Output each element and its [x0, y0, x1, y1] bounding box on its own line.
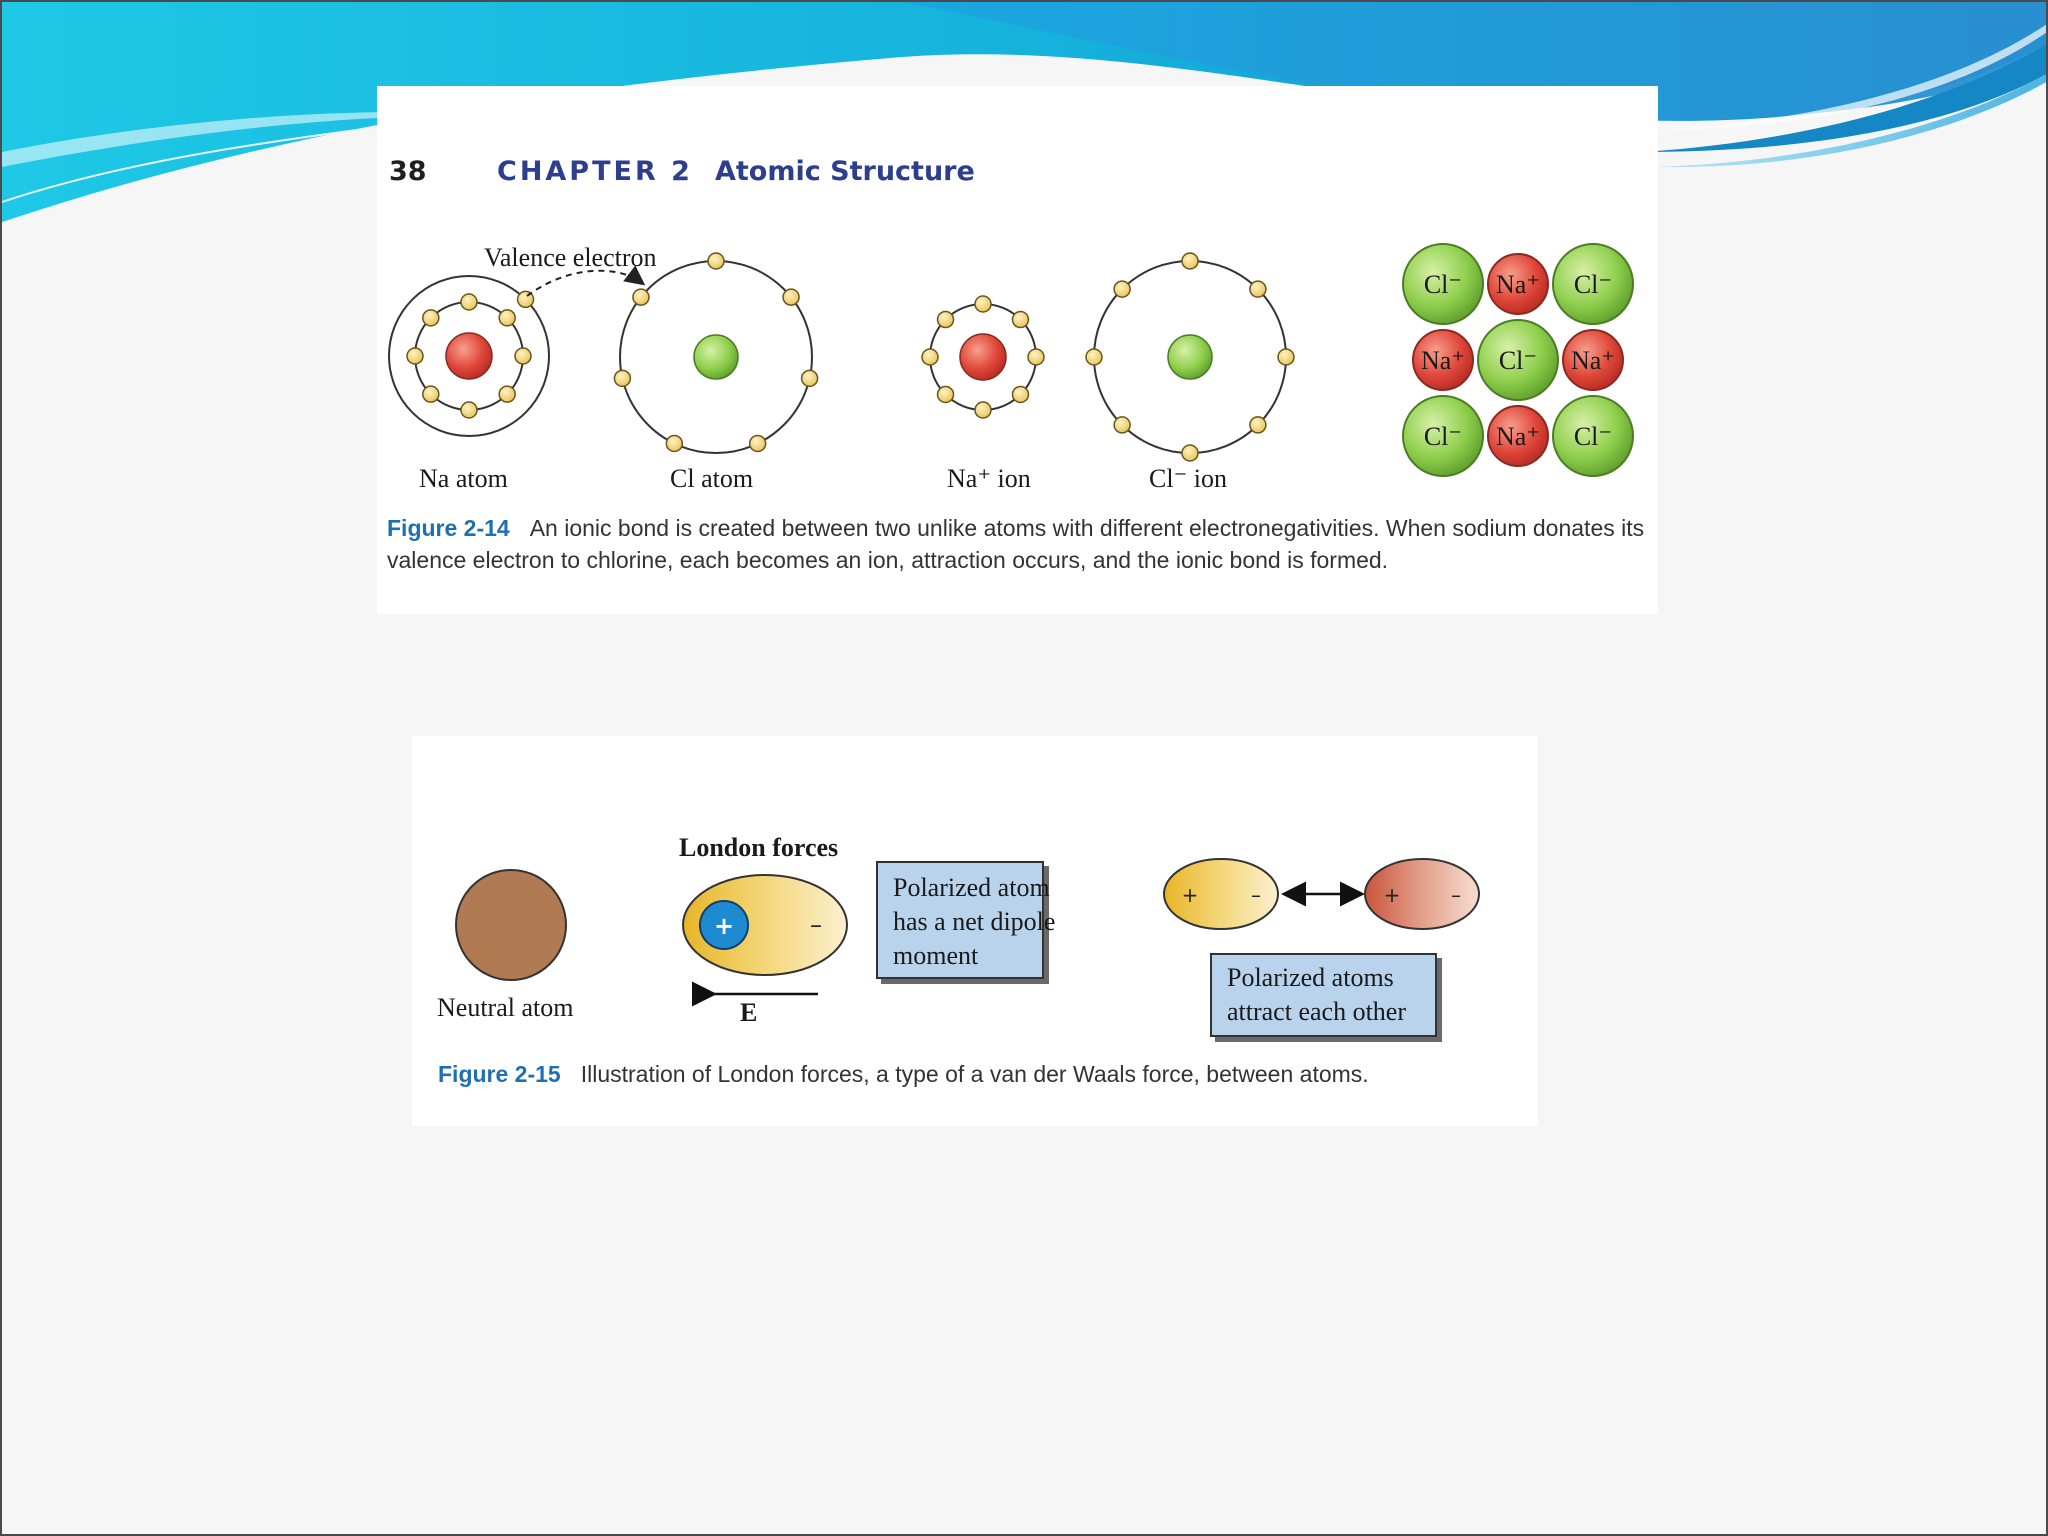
electron	[1181, 252, 1199, 270]
electron	[514, 347, 532, 365]
box1-line-1: Polarized atom	[893, 873, 1050, 902]
box2-line-1: Polarized atoms	[1227, 963, 1394, 992]
figure-number: Figure 2-15	[438, 1061, 561, 1087]
figure-2-15-panel: Neutral atom London forces + – E Polariz…	[412, 736, 1538, 1126]
sodium-ion	[1487, 253, 1549, 315]
box1-line-3: moment	[893, 941, 979, 970]
electron	[707, 252, 725, 270]
lattice-ion-label: Cl⁻	[1499, 346, 1537, 375]
electron	[1011, 385, 1030, 404]
field-label: E	[740, 998, 757, 1027]
lattice-ion-label: Cl⁻	[1424, 270, 1462, 299]
electron	[1085, 348, 1103, 366]
lattice-ion-label: Na⁺	[1421, 346, 1465, 375]
figure-number: Figure 2-14	[387, 515, 510, 541]
polarized-atom-left	[1163, 858, 1279, 930]
lattice-ion-label: Na⁺	[1571, 346, 1615, 375]
lattice-ion-label: Na⁺	[1496, 422, 1540, 451]
neutral-atom-label: Neutral atom	[437, 993, 573, 1022]
cl-ion	[1085, 252, 1295, 462]
sodium-ion	[1412, 329, 1474, 391]
box1-line-2: has a net dipole	[893, 907, 1055, 936]
chapter-title: Atomic Structure	[715, 156, 975, 187]
chloride-ion	[1402, 243, 1484, 325]
valence-electron-label: Valence electron	[484, 243, 657, 272]
sodium-ion	[1562, 329, 1624, 391]
dipole-info-box	[876, 861, 1044, 979]
page-number: 38	[389, 156, 427, 187]
electron	[782, 288, 800, 306]
chloride-ion	[1552, 395, 1634, 477]
caption-text: Illustration of London forces, a type of…	[580, 1061, 1369, 1087]
chloride-ion	[1552, 243, 1634, 325]
electron	[498, 385, 516, 403]
electron	[1249, 416, 1267, 434]
ionic-bond-diagram: Valence electron Na atom Cl atom N	[388, 243, 1634, 493]
electron	[613, 369, 632, 388]
electron	[974, 401, 992, 419]
left-minus: –	[1251, 883, 1261, 907]
london-forces-diagram: Neutral atom London forces + – E Polariz…	[437, 833, 1480, 1037]
lattice-ion-label: Cl⁻	[1574, 270, 1612, 299]
valence-arrow	[526, 265, 646, 297]
electron	[1011, 310, 1030, 329]
electron	[498, 309, 516, 327]
electron	[936, 310, 955, 329]
cl-ion-label: Cl⁻ ion	[1149, 464, 1227, 493]
attraction-info-box	[1210, 953, 1437, 1037]
box2-line-2: attract each other	[1227, 997, 1406, 1026]
electron	[1027, 348, 1045, 366]
na-atom	[388, 275, 550, 437]
left-plus: +	[1182, 883, 1199, 907]
lattice-ion-label: Cl⁻	[1574, 422, 1612, 451]
figure-2-15-caption: Figure 2-15 Illustration of London forces…	[438, 1058, 1518, 1090]
na-ion	[921, 295, 1045, 419]
header-wave-decoration	[2, 2, 2046, 222]
right-minus: –	[1451, 883, 1461, 907]
valence-electron	[516, 290, 535, 309]
electron	[974, 295, 992, 313]
negative-sign: –	[810, 911, 822, 939]
right-plus: +	[1384, 883, 1401, 907]
na-ion-label: Na⁺ ion	[947, 464, 1031, 493]
lattice-ion-label: Na⁺	[1496, 270, 1540, 299]
chapter-heading: CHAPTER 2	[497, 156, 693, 187]
cl-atom-label: Cl atom	[670, 464, 753, 493]
caption-text: An ionic bond is created between two unl…	[387, 515, 1645, 573]
figure-2-14-panel: 38 CHAPTER 2 Atomic Structure	[377, 86, 1658, 614]
positive-sign: +	[714, 912, 734, 940]
electron	[632, 288, 650, 306]
sodium-ion	[1487, 405, 1549, 467]
electron	[1113, 280, 1131, 298]
electron	[1181, 444, 1199, 462]
electron	[460, 401, 478, 419]
electron	[422, 309, 440, 327]
electron	[665, 434, 684, 453]
london-forces-title: London forces	[679, 833, 838, 862]
electron	[921, 348, 939, 366]
positive-core	[699, 900, 749, 950]
electron	[936, 385, 955, 404]
electron	[1277, 348, 1295, 366]
chloride-ion	[1477, 319, 1559, 401]
electron	[460, 293, 478, 311]
cl-atom	[613, 252, 819, 454]
electron	[800, 369, 819, 388]
na-atom-label: Na atom	[419, 464, 508, 493]
electron	[1113, 416, 1131, 434]
lattice-ion-label: Cl⁻	[1424, 422, 1462, 451]
polarized-atom-right	[1364, 858, 1480, 930]
electron	[748, 434, 767, 453]
chloride-ion	[1402, 395, 1484, 477]
neutral-atom	[455, 869, 567, 981]
electron	[422, 385, 440, 403]
nacl-lattice: Cl⁻ Na⁺ Cl⁻ Na⁺ Cl⁻ Na⁺ Cl⁻ Na⁺ Cl⁻	[1402, 243, 1634, 477]
electron	[406, 347, 424, 365]
electron	[1249, 280, 1267, 298]
